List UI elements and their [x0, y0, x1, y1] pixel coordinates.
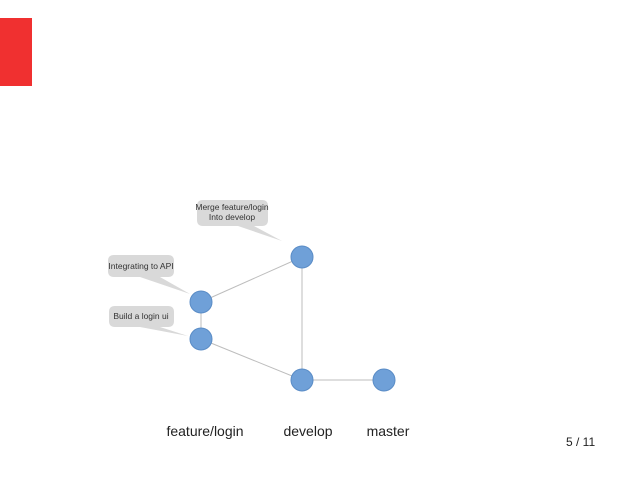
callout-merge-line1: Merge feature/login — [195, 202, 269, 212]
edge-integrating-to-merge — [200, 256, 303, 303]
callout-build: Build a login ui — [109, 306, 188, 336]
nodes — [189, 245, 396, 392]
branch-label-develop: develop — [283, 423, 332, 439]
branch-label-master: master — [367, 423, 410, 439]
commit-node-build — [189, 327, 213, 351]
edge-build-to-develop — [200, 338, 303, 381]
commit-node-integrating — [189, 290, 213, 314]
callout-merge-line2: Into develop — [209, 212, 256, 222]
commit-node-develop — [290, 368, 314, 392]
branch-label-feature-login: feature/login — [166, 423, 243, 439]
commit-node-master — [372, 368, 396, 392]
callout-build-text: Build a login ui — [113, 311, 168, 321]
page-number: 5 / 11 — [566, 435, 596, 449]
accent-bar — [0, 18, 32, 86]
branch-labels: feature/login develop master — [166, 423, 409, 439]
callout-integrating-text: Integrating to API — [108, 261, 173, 271]
edges — [200, 256, 384, 381]
callout-merge: Merge feature/login Into develop — [195, 200, 282, 241]
commit-node-merge — [290, 245, 314, 269]
callout-integrating: Integrating to API — [108, 255, 190, 294]
